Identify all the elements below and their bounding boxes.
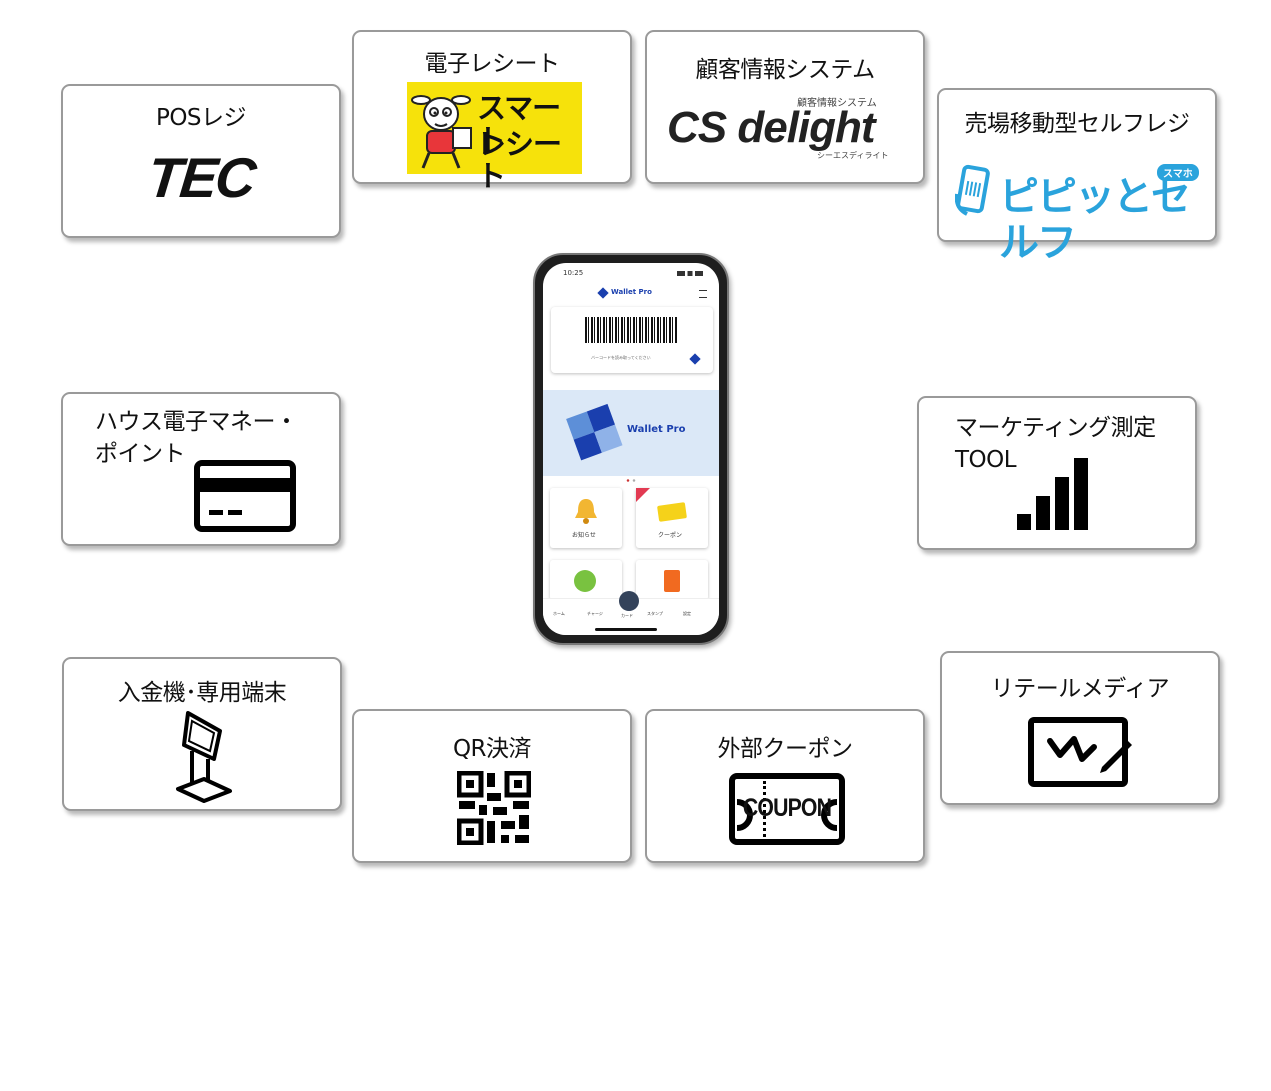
card-title: 顧客情報システム (695, 57, 875, 83)
new-ribbon (636, 488, 650, 502)
card-qr-payment: QR決済 (352, 709, 632, 863)
coupon-perforation (763, 781, 766, 837)
card-title-line1: ハウス電子マネー・ (95, 409, 298, 435)
card-external-coupon: 外部クーポン COUPON (645, 709, 925, 863)
nav-charge[interactable]: チャージ (587, 611, 603, 616)
coupon-notch-right (821, 799, 837, 831)
smart-receipt-logo: スマート レシート (407, 82, 582, 192)
barcode-card[interactable]: バーコードを読み取ってください (551, 307, 713, 373)
carousel-dots[interactable] (625, 479, 637, 482)
nav-settings[interactable]: 設定 (683, 611, 691, 616)
credit-card-icon (194, 460, 296, 532)
digital-signage-icon (1028, 717, 1132, 787)
card-electronic-receipt: 電子レシート スマート レシート (352, 30, 632, 192)
ball-icon (574, 570, 596, 592)
card-title: QR決済 (452, 736, 532, 762)
tile-coupons[interactable]: クーポン (636, 488, 708, 548)
card-customer-info-system: 顧客情報システム 顧客情報システム CS delight シーエスディライト (645, 30, 925, 184)
card-title: 売場移動型セルフレジ (964, 111, 1191, 137)
nav-card: カード (621, 613, 633, 618)
tile-label: お知らせ (572, 532, 596, 539)
smart-receipt-logo-line2: レシート (477, 127, 562, 193)
card-title: 入金機･専用端末 (117, 680, 287, 706)
banner-title: Wallet Pro (627, 424, 686, 435)
promo-banner[interactable]: Wallet Pro (543, 390, 719, 476)
coupon-ticket-icon: COUPON (729, 773, 845, 845)
smart-receipt-logo-line1: スマート (477, 91, 561, 157)
ticket-icon (657, 502, 687, 522)
nav-home[interactable]: ホーム (553, 611, 565, 616)
tile-stamp[interactable] (550, 560, 622, 600)
card-house-e-money: ハウス電子マネー・ ポイント (61, 392, 341, 546)
tile-notifications[interactable]: お知らせ (550, 488, 622, 548)
card-title: 外部クーポン (717, 736, 854, 762)
barcode-caption: バーコードを読み取ってください (591, 355, 651, 360)
status-time: 10:25 (563, 269, 584, 277)
tile-label: クーポン (658, 532, 683, 539)
menu-icon[interactable] (699, 290, 707, 298)
barcode (585, 317, 677, 343)
cs-delight-logo-sub-top: 顧客情報システム (797, 98, 877, 109)
selfreg-badge: スマホ (1157, 164, 1199, 181)
bell-icon (575, 499, 597, 524)
smartphone-mockup: 10:25 Wallet Pro バーコードを読み取ってください Wallet … (533, 253, 729, 645)
pipitto-self-logo: ピピッとセルフ (999, 174, 1191, 266)
goat-mascot-icon (411, 95, 472, 169)
bottom-nav: ホーム チャージ カード スタンプ 設定 (543, 591, 719, 635)
document-icon (664, 570, 680, 592)
nav-card-button[interactable] (619, 591, 639, 611)
coupon-text: COUPON (742, 794, 832, 822)
card-marketing-tool: マーケティング測定 TOOL (917, 396, 1197, 550)
tile-receipt[interactable] (636, 560, 708, 600)
wallet-pro-app-screen: 10:25 Wallet Pro バーコードを読み取ってください Wallet … (543, 263, 719, 635)
card-retail-media: リテールメディア (940, 651, 1220, 805)
qr-code-icon (457, 771, 531, 845)
app-header-title: Wallet Pro (611, 288, 652, 296)
tec-logo: TEC (144, 146, 258, 209)
kiosk-terminal-icon (176, 711, 232, 803)
wallet-pro-logo-icon (566, 403, 623, 461)
card-title-line2: ポイント (95, 441, 186, 467)
cs-delight-logo-sub-bottom: シーエスディライト (817, 151, 889, 160)
card-deposit-kiosk: 入金機･専用端末 (62, 657, 342, 811)
app-header-logo-icon (597, 287, 609, 299)
home-indicator (595, 628, 657, 631)
status-icons (677, 271, 703, 276)
card-title-line2: TOOL (955, 447, 1017, 473)
nav-stamp[interactable]: スタンプ (647, 611, 663, 616)
signal-bars-icon (1017, 458, 1088, 530)
card-title: POSレジ (155, 105, 247, 131)
card-mobile-self-register: 売場移動型セルフレジ スマホ ピピッとセルフ (937, 88, 1217, 266)
card-title: 電子レシート (424, 51, 561, 77)
cs-delight-logo: CS delight (667, 103, 876, 152)
card-pos-register: POSレジ TEC (61, 84, 341, 238)
card-title: リテールメディア (990, 676, 1170, 702)
coupon-notch-left (737, 799, 753, 831)
card-title-line1: マーケティング測定 (955, 415, 1156, 441)
barcode-card-logo-icon (689, 353, 701, 365)
smartphone-scan-icon (955, 164, 990, 216)
